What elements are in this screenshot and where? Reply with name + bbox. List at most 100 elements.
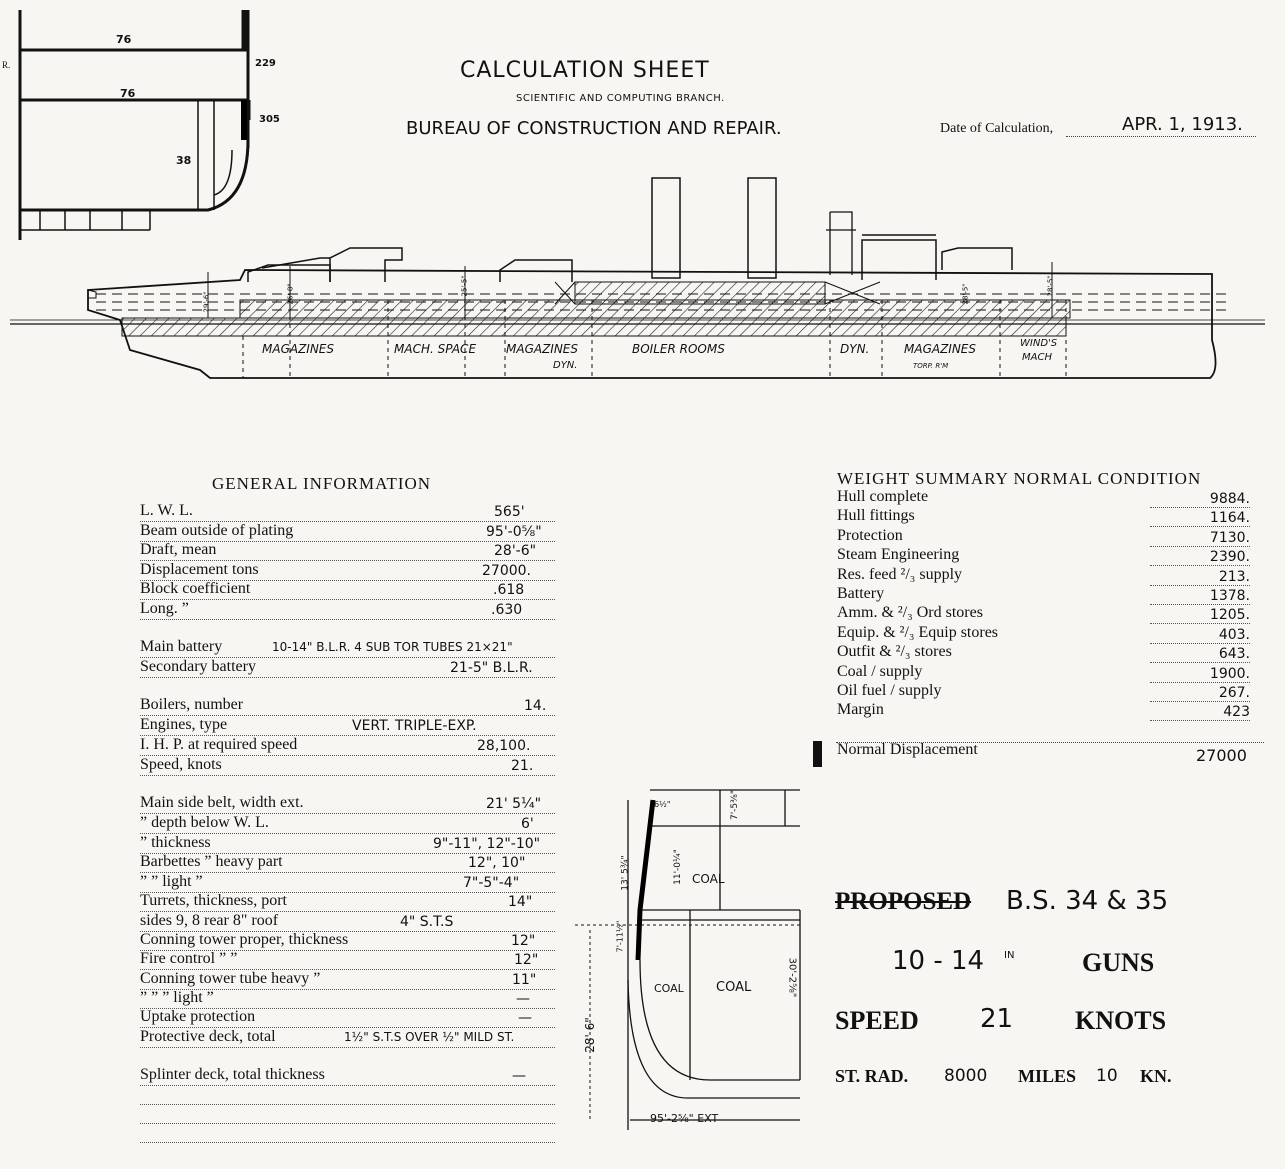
inset-dim: 76 [116, 33, 132, 46]
section-dim: 7'-11½" [615, 920, 625, 953]
weight-rule [1150, 604, 1250, 605]
compartment-label: MACH [1022, 352, 1052, 363]
inset-dim: 229 [255, 58, 276, 69]
guns-label: GUNS [1082, 948, 1155, 977]
weight-rule [1150, 720, 1250, 722]
general-info-label: Boilers, number [140, 696, 244, 713]
general-info-rule [140, 755, 555, 756]
margin-mark [813, 741, 822, 767]
weight-rule [1150, 642, 1250, 644]
general-info-rule [140, 541, 555, 542]
speed-label: SPEED [835, 1006, 919, 1035]
general-info-value: 7"-5"-4" [463, 875, 520, 891]
general-info-label: Splinter deck, total thickness [140, 1066, 325, 1083]
section-dim: 7'-5⅜" [730, 789, 741, 821]
general-info-value: 21' 5¼" [486, 796, 542, 812]
general-info-value: 28'-6" [494, 543, 537, 559]
general-info-label: Draft, mean [140, 541, 217, 558]
general-info-label: Secondary battery [140, 658, 256, 675]
general-info-value: 28,100. [477, 738, 531, 754]
normal-displacement-value: 27000 [1196, 746, 1247, 765]
general-info-label: Uptake protection [140, 1008, 256, 1025]
compartment-label: BOILER ROOMS [632, 342, 725, 356]
height-dim: 26'-8" [286, 283, 295, 305]
general-info-value: .630 [491, 602, 523, 618]
weight-rule [1150, 565, 1250, 567]
general-info-title: GENERAL INFORMATION [212, 474, 432, 493]
general-info-rule [140, 619, 555, 620]
general-info-rule [140, 950, 555, 951]
guns-count: 10 - 14 [892, 946, 985, 976]
weight-rule [1150, 681, 1250, 683]
general-info-rule [140, 1008, 555, 1009]
general-info-value: 95'-0⅝" [486, 524, 542, 540]
section-dim: 11'-0¼" [672, 849, 683, 885]
general-info-rule [140, 580, 555, 581]
steaming-radius-label: ST. RAD. [835, 1066, 909, 1086]
weight-value: 1205. [1209, 607, 1250, 624]
steaming-speed-unit: KN. [1140, 1066, 1172, 1086]
general-info-rule [140, 735, 555, 736]
general-info-rule [140, 657, 555, 658]
steaming-radius-unit: MILES [1018, 1066, 1077, 1086]
battleship-numbers: B.S. 34 & 35 [1006, 886, 1169, 916]
weight-rule [1150, 701, 1250, 702]
general-info-label: Beam outside of plating [140, 522, 294, 539]
weight-rule [1150, 584, 1250, 586]
weight-label: Amm. & ²/₃ Ord stores [837, 604, 983, 622]
general-info-value: 21. [511, 758, 534, 774]
general-info-label: I. H. P. at required speed [140, 736, 298, 753]
weight-value: 213. [1218, 568, 1250, 585]
weight-label: Steam Engineering [837, 546, 960, 564]
general-info-value: 27000. [482, 563, 531, 579]
weight-label: Protection [837, 526, 903, 544]
general-info-value: — [516, 991, 530, 1007]
blank-rule [140, 1142, 555, 1143]
general-info-value: VERT. TRIPLE-EXP. [352, 718, 477, 734]
compartment-sublabel: TORP. R'M [913, 362, 949, 370]
general-info-rule [140, 677, 555, 678]
steaming-radius-value: 8000 [944, 1066, 988, 1086]
general-info-value: 1½" S.T.S OVER ½" MILD ST. [344, 1030, 515, 1044]
bureau-name: BUREAU OF CONSTRUCTION AND REPAIR. [406, 118, 782, 139]
inset-dim: 305 [259, 114, 280, 125]
general-info-rule [140, 813, 555, 814]
coal-label: COAL [716, 980, 752, 995]
general-info-value: 21-5" B.L.R. [450, 660, 533, 676]
compartment-label: DYN. [840, 342, 870, 356]
general-info-label: ” thickness [140, 834, 211, 851]
ship-profile-drawing [10, 177, 1265, 379]
midship-section-drawing [575, 789, 801, 1130]
height-dim: 28'-5" [1046, 275, 1055, 297]
general-info-label: Displacement tons [140, 561, 259, 578]
sheet-title: CALCULATION SHEET [460, 58, 710, 83]
general-info-label: ” ” ” light ” [140, 989, 214, 1006]
general-info-label: Main battery [140, 638, 223, 655]
compartment-label: WIND'S [1020, 338, 1058, 349]
weight-summary-title: WEIGHT SUMMARY NORMAL CONDITION [837, 469, 1202, 488]
general-info-rule [140, 872, 555, 873]
general-info-value: .618 [493, 582, 525, 598]
weight-value: 7130. [1209, 529, 1250, 546]
general-info-rule [140, 521, 555, 522]
weight-label: Outfit & ²/₃ stores [837, 643, 952, 661]
general-info-label: Conning tower proper, thickness [140, 931, 349, 948]
general-info-label: sides 9, 8 rear 8" roof [140, 912, 279, 929]
date-rule [1066, 136, 1256, 137]
weight-value: 2390. [1209, 549, 1250, 566]
weight-value: 1164. [1209, 510, 1250, 527]
weight-label: Oil fuel / supply [837, 682, 942, 699]
compartment-label: MAGAZINES [904, 342, 977, 356]
inset-dim: 38 [176, 154, 192, 167]
section-dim: 13' 5¾" [620, 855, 631, 891]
weight-label: Equip. & ²/₃ Equip stores [837, 623, 999, 641]
general-info-value: — [512, 1068, 526, 1084]
speed-value: 21 [980, 1004, 1014, 1034]
section-dim: 95'-2⅝" EXT [650, 1112, 719, 1125]
general-info-label: Speed, knots [140, 756, 222, 773]
general-info-value: — [518, 1010, 532, 1026]
inset-armor-diagram [18, 10, 251, 240]
weight-value: 267. [1218, 685, 1250, 701]
general-info-rule [140, 969, 555, 970]
general-info-label: ” depth below W. L. [140, 814, 269, 831]
